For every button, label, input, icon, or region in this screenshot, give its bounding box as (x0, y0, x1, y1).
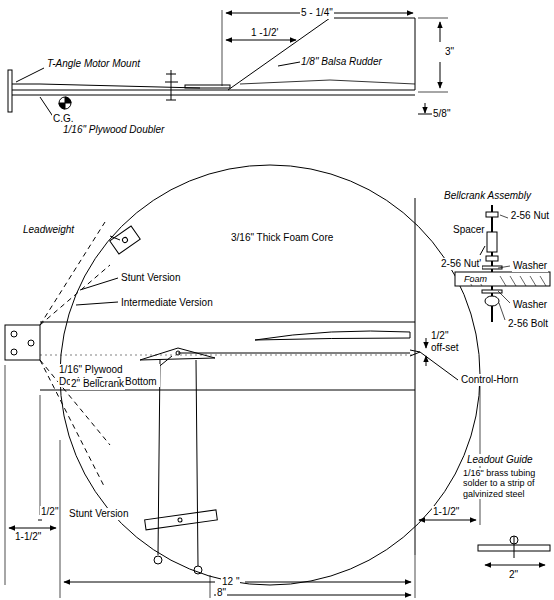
part-name: 1/8" Balsa Rudder (300, 56, 383, 68)
dimension: 1/2" off-set (430, 330, 466, 353)
detail-note: 1/16" brass tubing solder to a strip of … (462, 468, 550, 499)
part-name: 2" Bellcrank (70, 378, 125, 390)
dimension: 8" (216, 587, 227, 599)
dimension: 1-1/2" (14, 531, 42, 543)
cg-label: C.G. (52, 113, 75, 125)
dimension: 1/2" (40, 506, 59, 518)
part-name: T-Angle Motor Mount (46, 58, 141, 70)
detail-title: Leadout Guide (466, 454, 534, 466)
part-name: 2-56 Bolt (507, 318, 549, 330)
dimension: 5 - 1/4" (300, 7, 334, 19)
part-name: 2-56 Nut (510, 210, 550, 222)
part-name: Leadweight (22, 224, 75, 236)
version-note: Intermediate Version (120, 297, 214, 309)
part-name: 1/16" Plywood Doubler (62, 124, 165, 136)
part-name: 3/16" Thick Foam Core (230, 232, 334, 244)
dimension: 1 -1/2' (250, 27, 279, 39)
version-note: Stunt Version (68, 508, 129, 520)
dimension: 3" (444, 46, 455, 58)
part-name: Washer (512, 260, 548, 272)
dimension: 1-1/2" (432, 506, 460, 518)
part-name: Spacer (452, 224, 486, 236)
part-name: 2-56 Nut' (440, 258, 482, 270)
material-name: Foam (463, 274, 488, 284)
part-name: Washer (512, 299, 548, 311)
dimension: 5/8" (432, 108, 451, 120)
dimension: 2" (508, 569, 519, 581)
version-note: Stunt Version (120, 272, 181, 284)
assembly-title: Bellcrank Assembly (443, 190, 532, 202)
part-name: Control-Horn (460, 374, 519, 386)
